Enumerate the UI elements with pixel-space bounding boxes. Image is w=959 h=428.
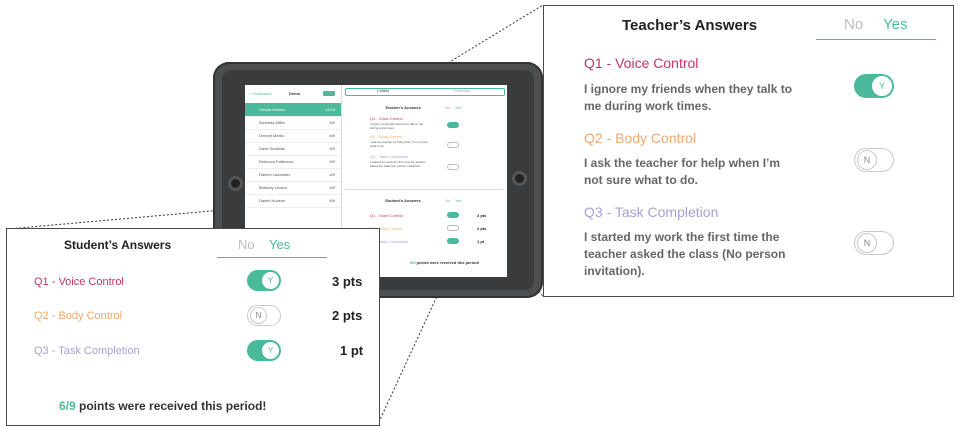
teacher-q2-knob: N — [857, 150, 877, 170]
student-q2-toggle[interactable]: N — [247, 305, 281, 326]
student-list-item[interactable]: Bethany Leasor 6/9 — [245, 181, 341, 195]
mini-q2-toggle[interactable] — [447, 142, 459, 148]
teacher-panel-title: Teacher’s Answers — [622, 17, 758, 34]
student-name: Bethany Leasor — [259, 185, 288, 190]
back-link[interactable]: < Classroom — [249, 91, 272, 96]
teacher-q1-knob: Y — [872, 76, 892, 96]
teacher-q3-label: Q3 - Task Completion — [584, 204, 719, 220]
segment-summary[interactable]: Summary — [453, 88, 471, 93]
mini-no-label: No — [445, 105, 451, 110]
student-q1-label: Q1 - Voice Control — [34, 276, 124, 288]
mini-q3-toggle[interactable] — [447, 164, 459, 170]
mini-s-q3-toggle[interactable] — [447, 238, 459, 244]
student-score: 6/9 — [329, 185, 335, 190]
mini-student-title: Student's Answers — [385, 198, 421, 203]
mini-summary: 6/9 points were received this period! — [410, 260, 479, 265]
mini-teacher-title: Teacher's Answers — [385, 105, 421, 110]
teacher-q2-label: Q2 - Body Control — [584, 130, 697, 146]
student-name: Dave Dedricks — [259, 146, 286, 151]
mini-divider — [345, 189, 503, 190]
teacher-q3-knob: N — [857, 233, 877, 253]
student-list-item[interactable]: Dennet Marks 6/9 — [245, 129, 341, 143]
student-list-item[interactable]: Nicholas Miller 6/9 — [245, 116, 341, 130]
mini-q2-label: Q2 - Body Control — [370, 134, 403, 139]
mini-q1-label: Q1 - Voice Control — [370, 116, 403, 121]
mini-q3-text: I started my work the first time the tea… — [370, 160, 426, 168]
student-header-underline — [217, 257, 327, 258]
mini-s-q1: Q1 - Voice Control — [370, 213, 403, 218]
student-score: 6/9 — [329, 198, 335, 203]
student-q3-points: 1 pt — [340, 343, 364, 358]
student-name: Daniel Hudson — [259, 198, 286, 203]
teacher-header-underline — [816, 39, 936, 40]
mini-s-q1-toggle[interactable] — [447, 212, 459, 218]
mini-summary-value: 6/9 — [410, 260, 416, 265]
student-name: Dennet Marks — [259, 133, 284, 138]
student-score: 6/9 — [329, 172, 335, 177]
student-yes-label: Yes — [269, 237, 291, 252]
teacher-yes-label: Yes — [883, 16, 908, 33]
teacher-q1-label: Q1 - Voice Control — [584, 55, 699, 71]
student-q2-knob: N — [250, 307, 267, 324]
points-summary-text: points were received this period! — [75, 399, 267, 413]
mini-s-q3: Q3 - Task Completion — [370, 239, 409, 244]
segment-control — [345, 88, 505, 96]
mini-s-pts2: 2 pts — [477, 226, 487, 231]
student-name: Rebecca Patterson — [259, 159, 294, 164]
mini-s-q2: Q2 - Body Control — [370, 226, 403, 231]
points-summary: 6/9 points were received this period! — [59, 399, 266, 413]
student-no-label: No — [238, 237, 255, 252]
points-summary-value: 6/9 — [59, 399, 76, 413]
student-q3-knob: Y — [262, 342, 279, 359]
tablet-camera-left — [228, 176, 243, 191]
student-list-item[interactable]: Rebecca Patterson 6/9 — [245, 155, 341, 169]
student-score: 12/18 — [324, 107, 335, 112]
teacher-q1-text: I ignore my friends when they talk to me… — [584, 82, 793, 113]
mini-student-yes: Yes — [455, 198, 462, 203]
student-list-item[interactable]: Dave Dedricks 6/9 — [245, 142, 341, 156]
student-name: Rachel Lancaster — [259, 172, 291, 177]
mini-s-pts3: 1 pt — [477, 239, 485, 244]
student-list-item[interactable]: Daniel Hudson 6/9 — [245, 194, 341, 208]
student-q2-points: 2 pts — [332, 308, 363, 323]
mini-s-pts1: 3 pts — [477, 213, 487, 218]
student-q3-label: Q3 - Task Completion — [34, 345, 140, 357]
mini-q2-text: I ask the teacher for help when I'm not … — [370, 140, 428, 148]
teacher-q3-text: I started my work the first time the tea… — [584, 230, 786, 278]
student-score: 6/9 — [329, 120, 335, 125]
teacher-q2-toggle[interactable]: N — [854, 148, 894, 172]
student-q3-toggle[interactable]: Y — [247, 340, 281, 361]
student-name: Gerald Kelsom — [259, 107, 286, 112]
mini-yes-label: Yes — [455, 105, 462, 110]
student-name: Nicholas Miller — [259, 120, 286, 125]
mini-q1-toggle[interactable] — [447, 122, 459, 128]
student-score: 6/9 — [329, 159, 335, 164]
student-score: 6/9 — [329, 146, 335, 151]
tablet-camera-right — [512, 171, 527, 186]
student-panel-title: Student’s Answers — [64, 238, 172, 252]
student-q2-label: Q2 - Body Control — [34, 310, 123, 322]
mini-s-q2-toggle[interactable] — [447, 225, 459, 231]
teacher-q3-toggle[interactable]: N — [854, 231, 894, 255]
sidebar-toggle[interactable] — [323, 91, 335, 96]
student-q1-knob: Y — [262, 272, 279, 289]
teacher-q2-text: I ask the teacher for help when I’m not … — [584, 156, 781, 187]
mini-summary-text: points were received this period! — [415, 260, 480, 265]
student-answers-panel: Student’s Answers No Yes Q1 - Voice Cont… — [6, 228, 380, 426]
student-list-item[interactable]: Gerald Kelsom 12/18 — [245, 103, 341, 117]
segment-collect[interactable]: Collect — [377, 88, 390, 93]
student-q1-toggle[interactable]: Y — [247, 270, 281, 291]
sidebar-title: Demo — [289, 91, 301, 96]
student-q1-points: 3 pts — [332, 274, 363, 289]
mini-q3-label: Q3 - Task Completion — [370, 154, 409, 159]
student-score: 6/9 — [329, 133, 335, 138]
teacher-answers-panel: Teacher’s Answers No Yes Q1 - Voice Cont… — [543, 5, 954, 297]
mini-q1-text: I ignore my friends when they talk to me… — [370, 122, 424, 130]
mini-student-no: No — [445, 198, 451, 203]
teacher-no-label: No — [844, 16, 864, 33]
teacher-q1-toggle[interactable]: Y — [854, 74, 894, 98]
student-list-item[interactable]: Rachel Lancaster 6/9 — [245, 168, 341, 182]
